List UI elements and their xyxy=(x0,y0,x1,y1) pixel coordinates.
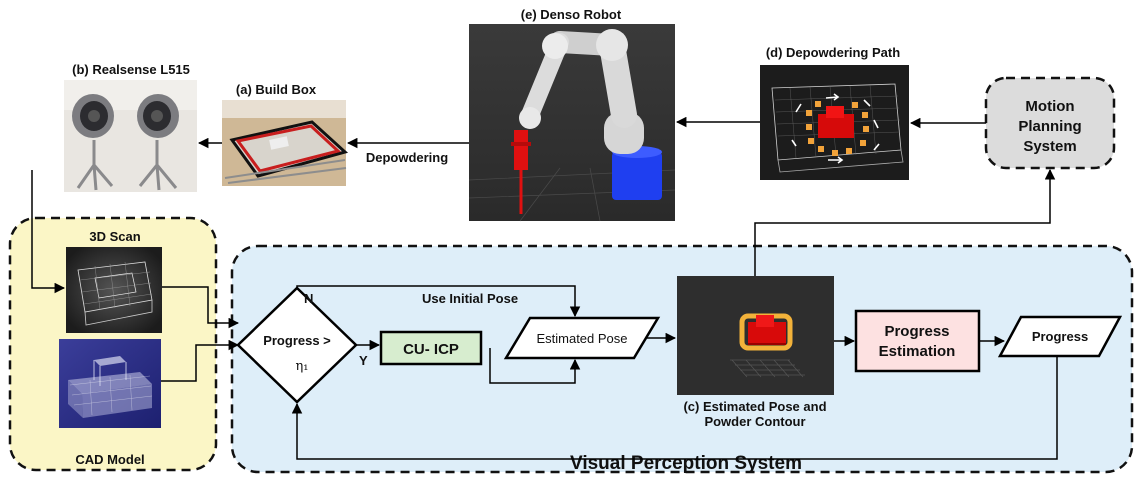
decision-text: Progress > xyxy=(263,333,331,348)
motion-planning-label-3: System xyxy=(1023,138,1076,155)
denso-robot-image xyxy=(468,24,676,222)
cad-model-image xyxy=(59,339,161,428)
use-initial-pose-label: Use Initial Pose xyxy=(422,291,518,306)
build-box-caption: (a) Build Box xyxy=(236,82,317,97)
denso-robot-caption: (e) Denso Robot xyxy=(521,7,622,22)
connectors xyxy=(31,116,1058,460)
scan-label: 3D Scan xyxy=(89,229,140,244)
motion-planning-label-1: Motion xyxy=(1025,98,1074,115)
branch-no-label: N xyxy=(304,291,313,306)
progress-estimation-label-2: Estimation xyxy=(879,343,956,360)
cad-label: CAD Model xyxy=(75,452,144,467)
estimated-pose-box xyxy=(503,316,661,360)
realsense-image xyxy=(64,80,197,192)
perception-title: Visual Perception System xyxy=(570,453,802,474)
scan-image xyxy=(66,247,162,333)
progress-estimation-box xyxy=(854,309,981,373)
estimated-pose-caption-2: Powder Contour xyxy=(704,414,805,429)
depowdering-path-caption: (d) Depowdering Path xyxy=(766,45,900,60)
estimated-pose-label: Estimated Pose xyxy=(536,331,627,346)
estimated-pose-image xyxy=(677,276,834,395)
progress-decision xyxy=(236,286,358,404)
build-box-image xyxy=(222,100,349,186)
branch-yes-label: Y xyxy=(359,353,368,368)
motion-planning-box xyxy=(984,76,1116,170)
progress-label: Progress xyxy=(1032,329,1088,344)
cu-icp-label: CU- ICP xyxy=(403,341,459,358)
progress-estimation-label-1: Progress xyxy=(884,323,949,340)
threshold-symbol: η₁ xyxy=(296,359,309,374)
estimated-pose-caption-1: (c) Estimated Pose and xyxy=(683,399,826,414)
depowdering-path-image xyxy=(760,65,909,180)
cu-icp-box xyxy=(379,330,483,366)
motion-planning-label-2: Planning xyxy=(1018,118,1081,135)
depowdering-label: Depowdering xyxy=(366,150,448,165)
progress-box xyxy=(997,315,1123,358)
realsense-caption: (b) Realsense L515 xyxy=(72,62,190,77)
